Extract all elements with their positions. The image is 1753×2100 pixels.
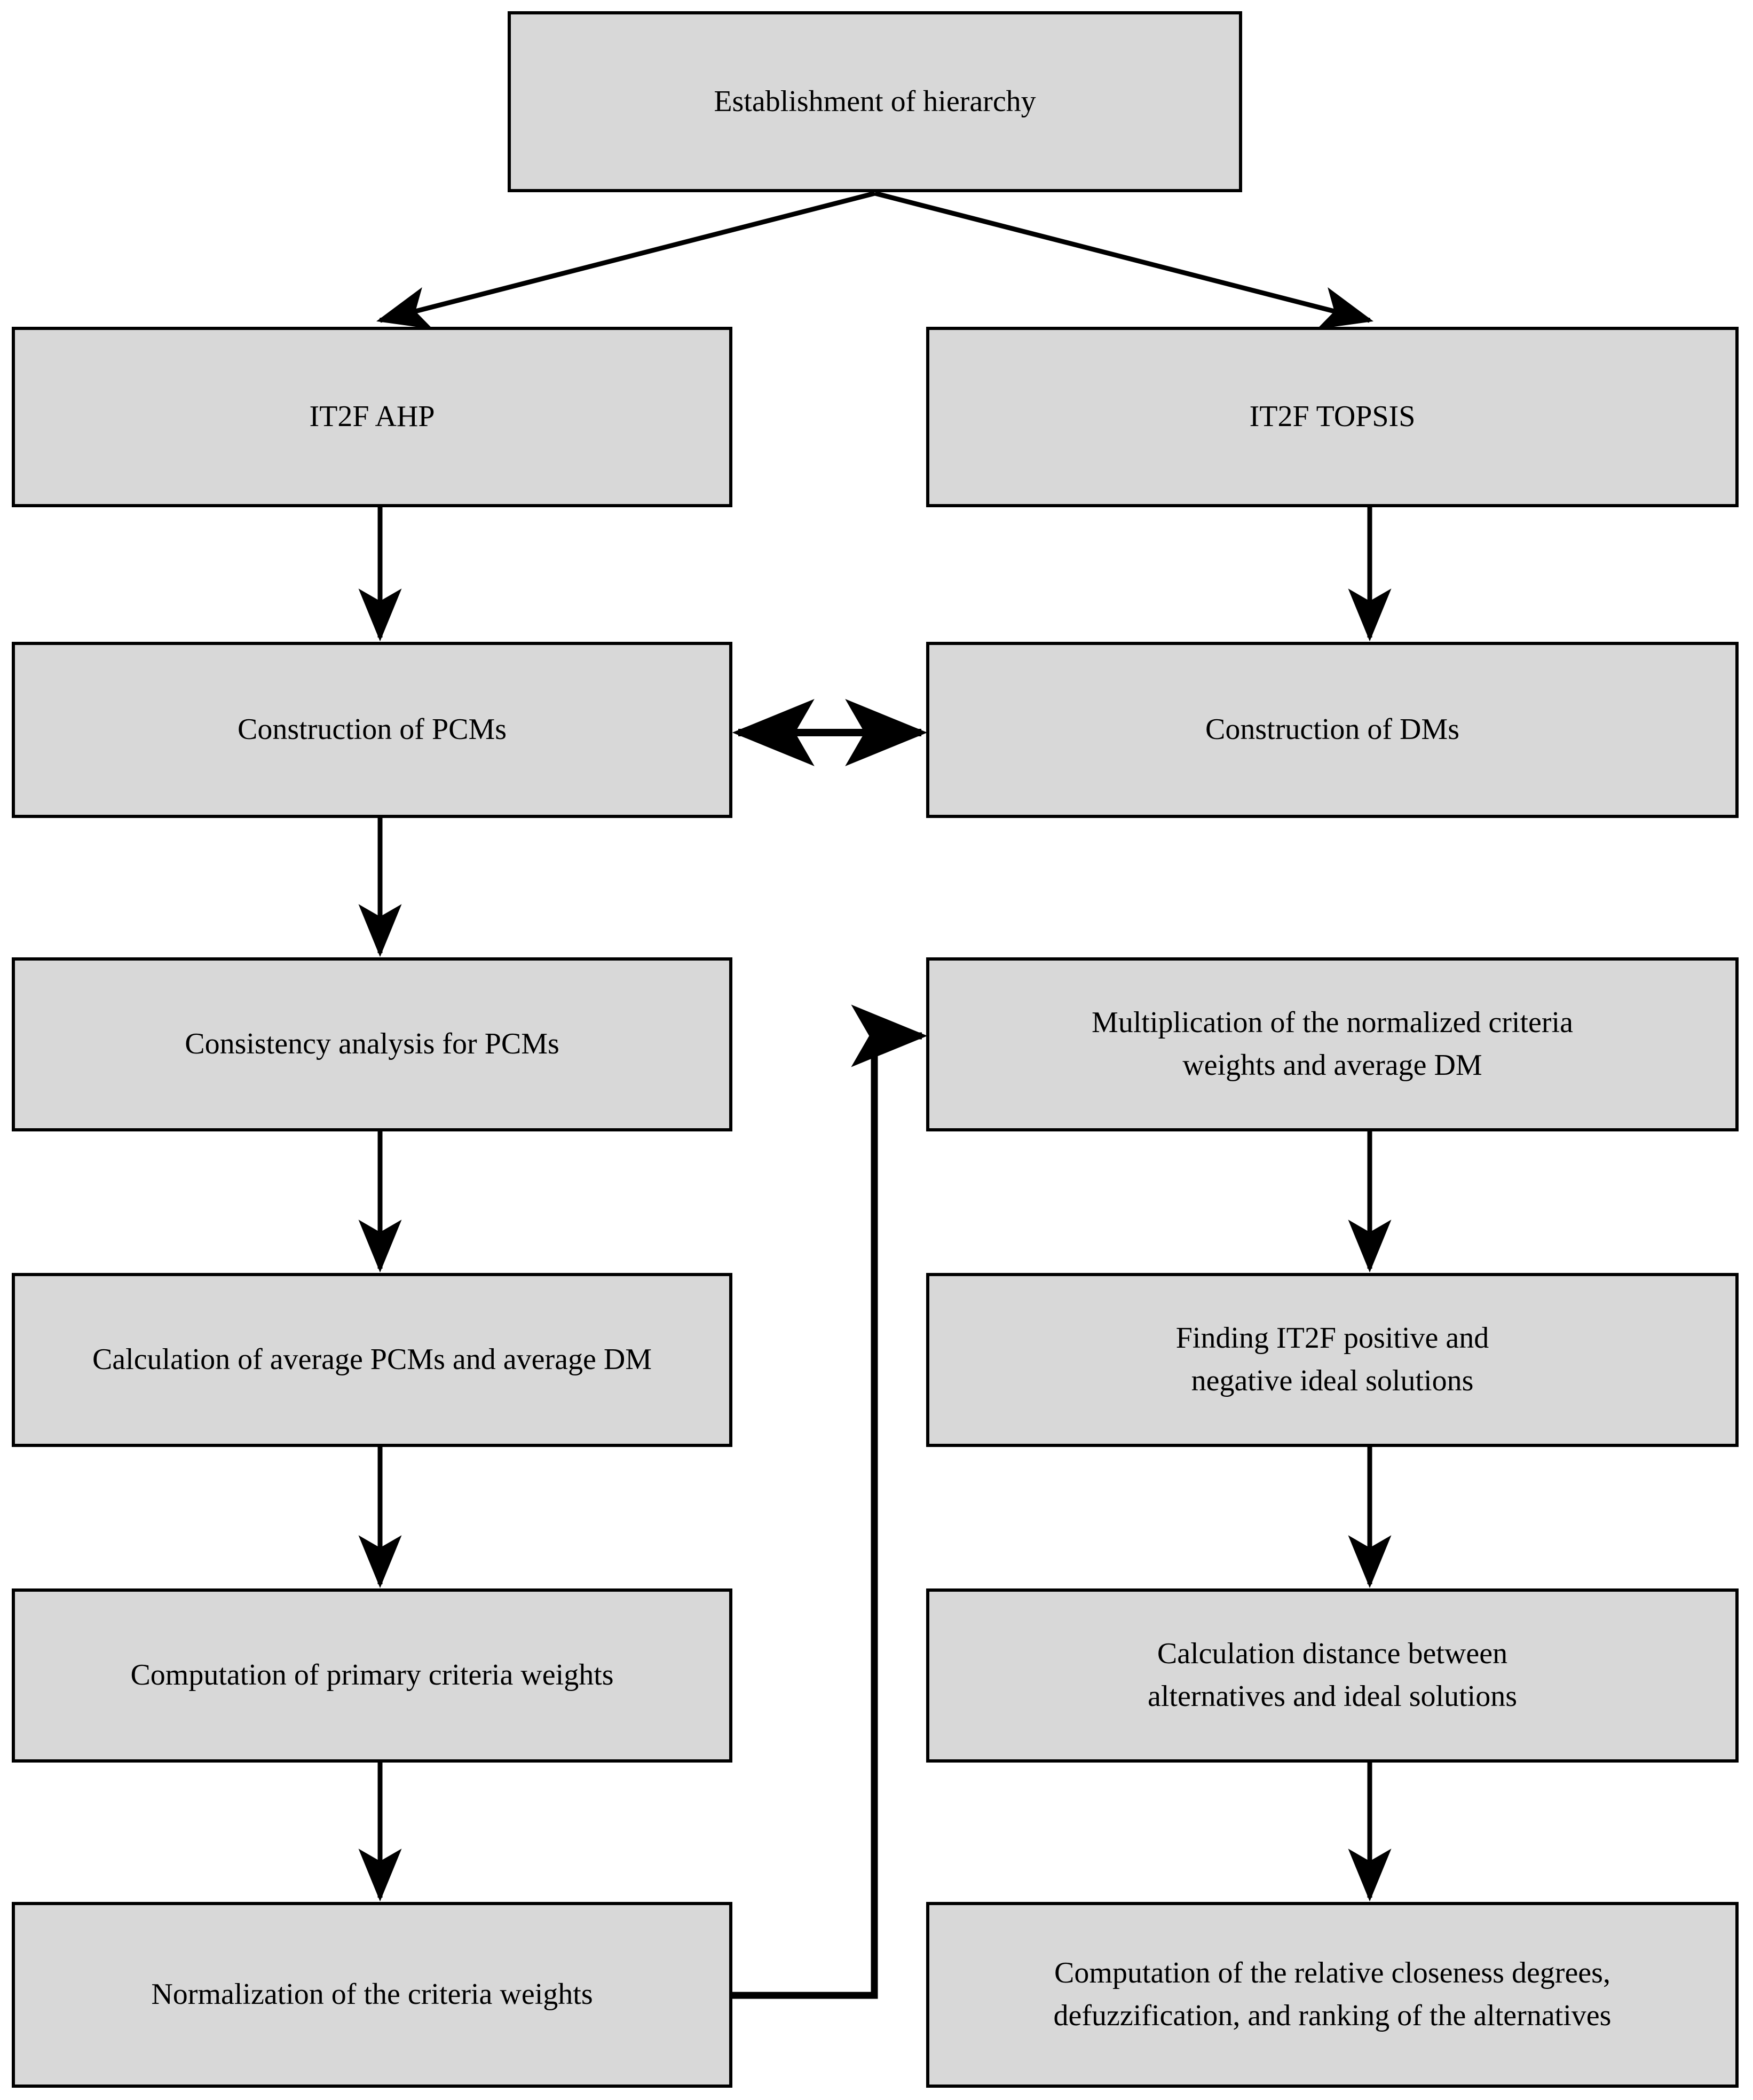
- node-consistency-analysis-for-pcms[interactable]: Consistency analysis for PCMs: [12, 957, 732, 1131]
- edge-hierarchy-to-ahp: [376, 191, 876, 329]
- node-label: Consistency analysis for PCMs: [185, 1027, 559, 1061]
- node-it2f-ahp[interactable]: IT2F AHP: [12, 327, 732, 507]
- node-label: Calculation of average PCMs and average …: [92, 1343, 652, 1377]
- edge-hierarchy-to-topsis: [874, 191, 1373, 329]
- node-establishment-of-hierarchy[interactable]: Establishment of hierarchy: [508, 11, 1242, 192]
- node-label: Computation of primary criteria weights: [130, 1658, 614, 1692]
- node-finding-it2f-positive-and-negative-ideal-solutions[interactable]: Finding IT2F positive and negative ideal…: [926, 1273, 1739, 1447]
- node-it2f-topsis[interactable]: IT2F TOPSIS: [926, 327, 1739, 507]
- node-computation-of-relative-closeness-degrees[interactable]: Computation of the relative closeness de…: [926, 1902, 1739, 2088]
- node-computation-of-primary-criteria-weights[interactable]: Computation of primary criteria weights: [12, 1588, 732, 1763]
- node-label: Normalization of the criteria weights: [151, 1978, 593, 2011]
- node-normalization-of-the-criteria-weights[interactable]: Normalization of the criteria weights: [12, 1902, 732, 2088]
- node-label: Finding IT2F positive and negative ideal…: [1175, 1322, 1489, 1397]
- node-construction-of-pcms[interactable]: Construction of PCMs: [12, 642, 732, 818]
- node-label: IT2F AHP: [309, 400, 435, 434]
- node-label: IT2F TOPSIS: [1249, 400, 1416, 434]
- node-label: Construction of DMs: [1205, 713, 1459, 746]
- node-label: Establishment of hierarchy: [714, 84, 1036, 118]
- node-calculation-of-average-pcms-and-average-dm[interactable]: Calculation of average PCMs and average …: [12, 1273, 732, 1447]
- node-construction-of-dms[interactable]: Construction of DMs: [926, 642, 1739, 818]
- node-label: Construction of PCMs: [237, 713, 507, 746]
- node-label: Calculation distance between alternative…: [1147, 1637, 1518, 1713]
- node-calculation-distance-between-alternatives-and-ideal-solutions[interactable]: Calculation distance between alternative…: [926, 1588, 1739, 1763]
- node-multiplication-of-normalized-criteria-weights-and-average-dm[interactable]: Multiplication of the normalized criteri…: [926, 957, 1739, 1131]
- node-label: Multiplication of the normalized criteri…: [1092, 1006, 1573, 1082]
- edge-normalization-to-multiplication: [732, 1004, 928, 1999]
- node-label: Computation of the relative closeness de…: [1053, 1956, 1612, 2032]
